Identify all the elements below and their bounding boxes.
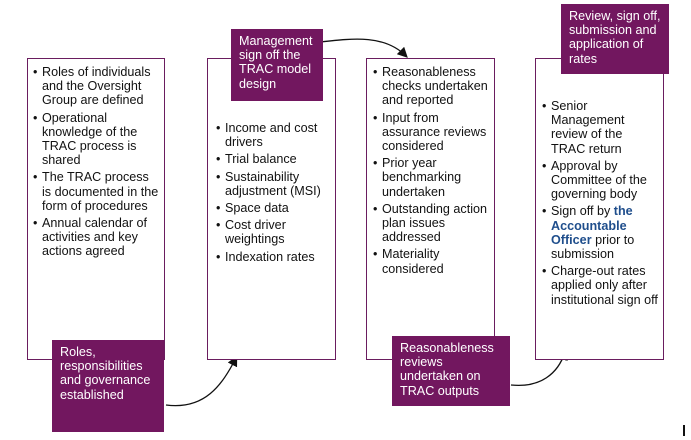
stage1-box: Roles of individuals and the Oversight G… xyxy=(27,58,165,360)
stage2-label: Management sign off the TRAC model desig… xyxy=(231,29,323,101)
stage4-item: Senior Management review of the TRAC ret… xyxy=(542,99,659,156)
stage3-item: Outstanding action plan issues addressed xyxy=(373,202,490,245)
stage3-list: Reasonableness checks undertaken and rep… xyxy=(373,65,490,276)
stage3-box: Reasonableness checks undertaken and rep… xyxy=(366,58,495,360)
stage1-item: Roles of individuals and the Oversight G… xyxy=(33,65,160,108)
stage1-item: The TRAC process is documented in the fo… xyxy=(33,170,160,213)
stage3-item: Input from assurance reviews considered xyxy=(373,111,490,154)
stage2-item: Trial balance xyxy=(216,152,331,166)
stage3-item: Materiality considered xyxy=(373,247,490,275)
stage2-item: Indexation rates xyxy=(216,250,331,264)
stage4-item: Approval by Committee of the governing b… xyxy=(542,159,659,202)
stage2-list: Income and cost drivers Trial balance Su… xyxy=(216,121,331,264)
stage1-item: Operational knowledge of the TRAC proces… xyxy=(33,111,160,168)
stage1-list: Roles of individuals and the Oversight G… xyxy=(33,65,160,259)
stage3-item: Prior year benchmarking undertaken xyxy=(373,156,490,199)
stage2-item: Space data xyxy=(216,201,331,215)
arrow-stage2-to-stage3 xyxy=(319,38,408,58)
stage4-item-text: Sign off by xyxy=(551,204,614,219)
arrow-stage1-to-stage2 xyxy=(165,355,238,407)
stage4-item: Charge-out rates applied only after inst… xyxy=(542,264,659,307)
stage2-item: Cost driver weightings xyxy=(216,218,331,246)
edge-marker xyxy=(683,425,685,436)
stage4-item: Sign off by the Accountable Officer prio… xyxy=(542,204,659,261)
stage3-item: Reasonableness checks undertaken and rep… xyxy=(373,65,490,108)
stage4-box: Senior Management review of the TRAC ret… xyxy=(535,58,664,360)
stage2-item: Income and cost drivers xyxy=(216,121,331,149)
stage3-label: Reasonableness reviews undertaken on TRA… xyxy=(392,336,510,406)
stage4-list: Senior Management review of the TRAC ret… xyxy=(542,99,659,307)
stage4-item-text: prior to submission xyxy=(551,232,635,262)
stage1-item: Annual calendar of activities and key ac… xyxy=(33,216,160,259)
stage2-item: Sustainability adjustment (MSI) xyxy=(216,170,331,198)
stage1-label: Roles, responsibilities and governance e… xyxy=(52,340,164,432)
stage4-label: Review, sign off, submission and applica… xyxy=(561,4,669,74)
stage2-box: Income and cost drivers Trial balance Su… xyxy=(207,58,336,360)
accountable-officer-highlight: the Accountable Officer xyxy=(551,204,633,247)
